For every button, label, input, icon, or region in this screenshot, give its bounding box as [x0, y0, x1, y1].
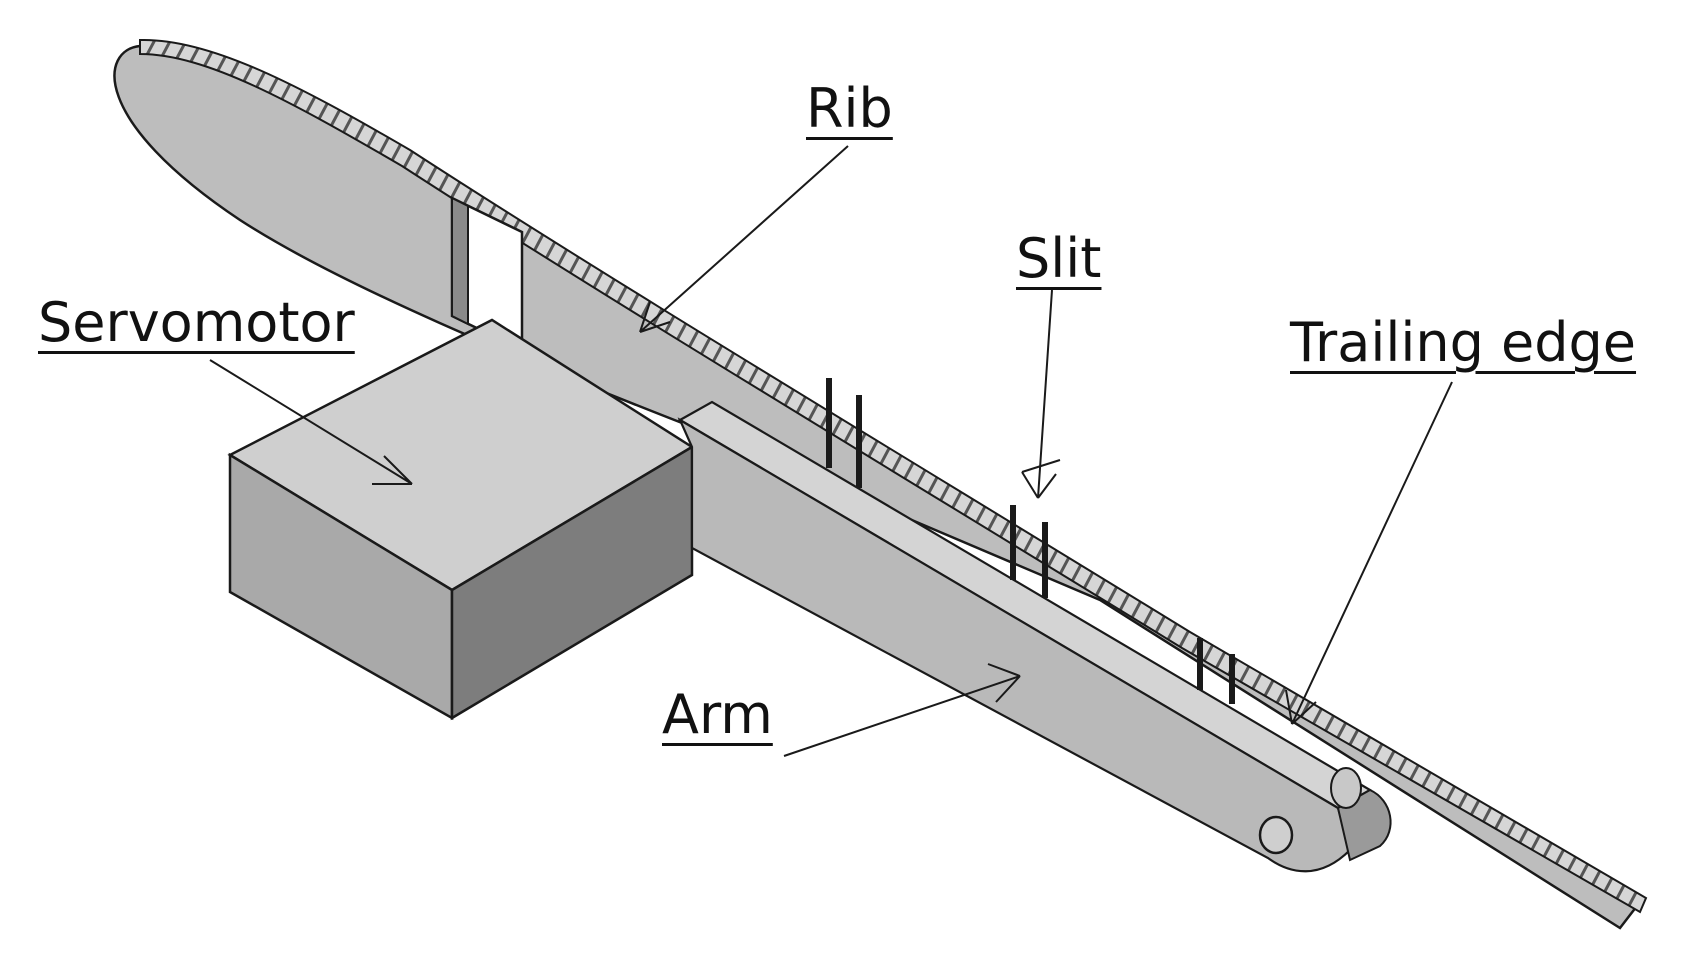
- leader-lines: [209, 145, 1453, 757]
- slit-label: Slit: [1016, 227, 1102, 290]
- rib-cap-strip: [139, 38, 1648, 914]
- arm-pin-hole: [1258, 815, 1294, 855]
- servomotor-side: [450, 444, 694, 721]
- servomotor-box: [227, 318, 695, 721]
- rib-arrow: [639, 145, 849, 333]
- arm-side: [677, 417, 1352, 873]
- arm-pivot: [1330, 767, 1362, 809]
- arm-top: [677, 400, 1373, 810]
- rib-label: Rib: [806, 77, 893, 140]
- servomotor-arrow: [209, 359, 413, 485]
- arm-label: Arm: [662, 683, 773, 746]
- trailing-edge-arrow: [1285, 381, 1453, 725]
- arm: [677, 400, 1392, 873]
- rib-slits: [826, 378, 1235, 704]
- arm-arrow: [783, 663, 1021, 757]
- servomotor-label: Servomotor: [38, 291, 355, 354]
- trailing-edge-label: Trailing edge: [1290, 311, 1637, 374]
- slit-arrow: [1021, 289, 1061, 499]
